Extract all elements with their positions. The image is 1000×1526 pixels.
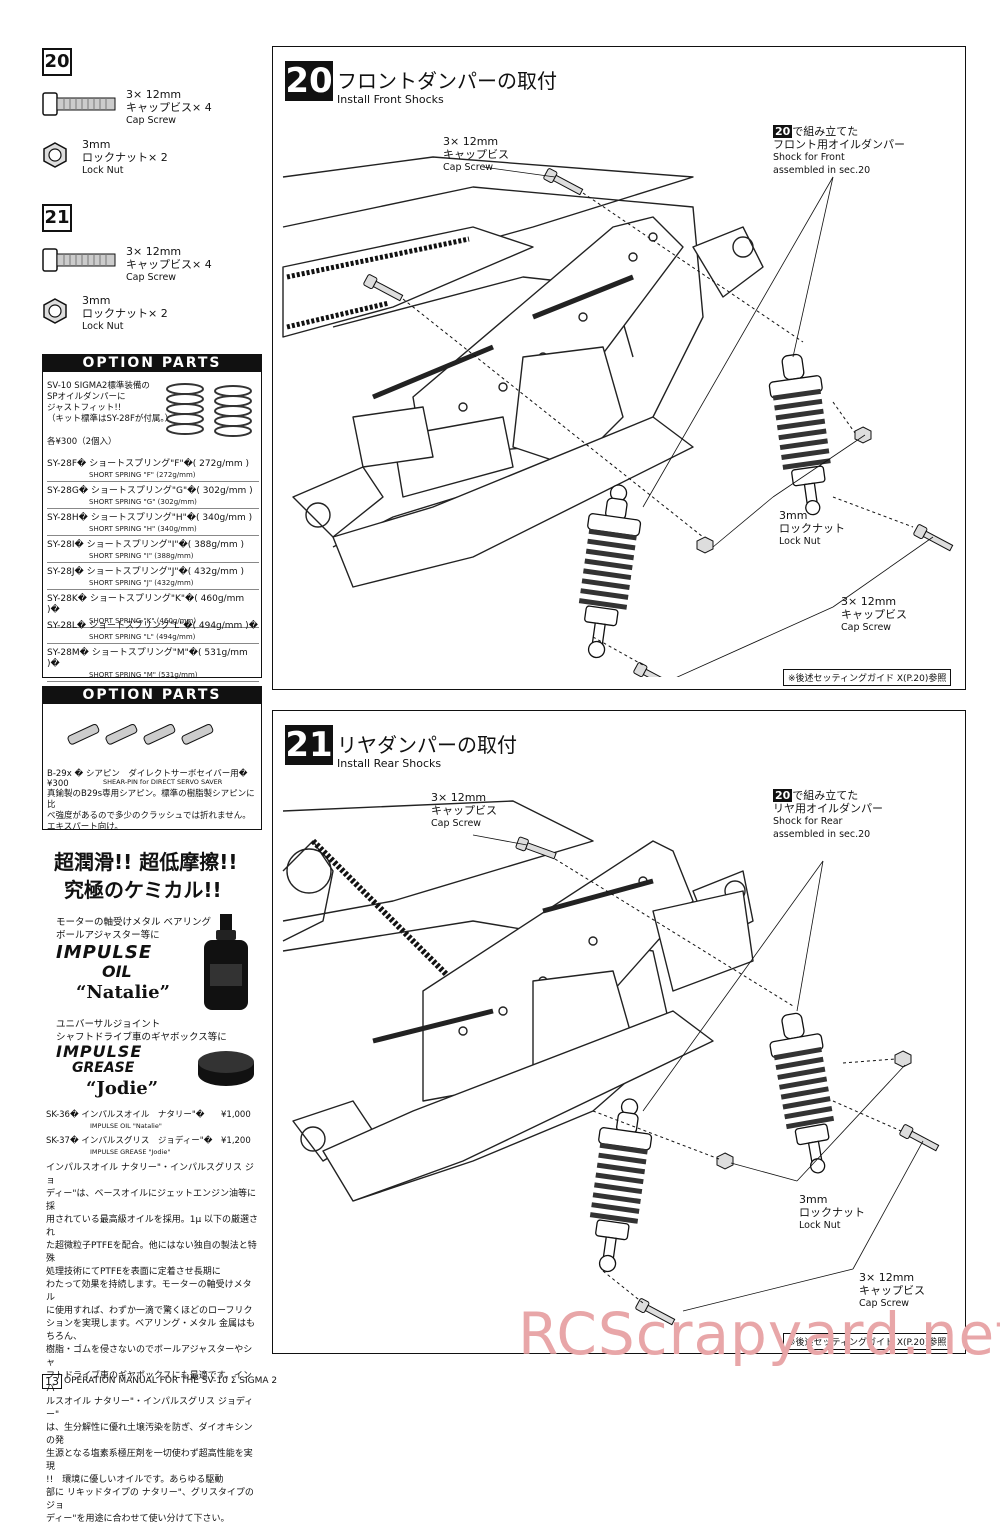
- panel-step21: 21 リヤダンパーの取付 Install Rear Shocks: [272, 710, 966, 1354]
- step20-title-badge: 20: [285, 61, 333, 101]
- chem-body-line: 処理技術にてPTFEを表面に定着させ長期に: [46, 1267, 221, 1277]
- callout-screw-bottom-20: 3× 12mm キャップビス Cap Screw: [841, 595, 907, 633]
- cap-screw-icon: [42, 92, 116, 116]
- chem-body-line: わたって効果を持続します。モーターの軸受けメタル: [46, 1280, 252, 1303]
- grease-name: “Jodie”: [86, 1078, 159, 1099]
- step21-title-jp: リヤダンパーの取付: [337, 733, 517, 757]
- callout-screw-bottom-21: 3× 12mm キャップビス Cap Screw: [859, 1271, 925, 1309]
- callout-nut-20: 3mm ロックナット Lock Nut: [779, 509, 845, 547]
- footer-title: OPERATION MANUAL FOR THE SV-10 Σ SIGMA 2: [64, 1376, 278, 1386]
- panel-step20: 20 フロントダンパーの取付 Install Front Shocks: [272, 46, 966, 690]
- chem-body-line: 部に リキッドタイプの ナタリー"、グリスタイプの ジョ: [46, 1488, 254, 1511]
- step20-title-jp: フロントダンパーの取付: [337, 69, 557, 93]
- spring-option-row: SY-28J� ショートスプリング"J"�( 432g/mm )SHORT SP…: [47, 567, 259, 590]
- callout-screw-top-20: 3× 12mm キャップビス Cap Screw: [443, 135, 509, 173]
- spring-icon: [166, 383, 252, 437]
- option-price: 各¥300（2個入）: [47, 437, 117, 447]
- chem-body-line: た超微粒子PTFEを配合。他にはない独自の製法と特殊: [46, 1241, 257, 1264]
- chem-body-line: インパルスオイル ナタリー"・インパルスグリス ジョ: [46, 1163, 254, 1186]
- step21-title-en: Install Rear Shocks: [337, 757, 442, 770]
- chem-item-oil: SK-36� インパルスオイル ナタリー"� ¥1,000 IMPULSE OI…: [46, 1110, 251, 1130]
- step21-title-badge: 21: [285, 725, 333, 765]
- shearpin-desc: 真鍮製のB29s専用シアピン。標準の樹脂製シアピンに比 べ強度があるので多少のク…: [47, 789, 255, 832]
- oil-brand: IMPULSE: [56, 942, 153, 963]
- spring-option-row: SY-28L� ショートスプリング"L"�( 494g/mm )�SHORT S…: [47, 621, 259, 644]
- chem-body-line: 樹脂・ゴムを侵さないのでボールアジャスターやシャ: [46, 1345, 253, 1368]
- chem-body-line: に使用すれば、わずか一滴で驚くほどのローフリク: [46, 1306, 253, 1316]
- chem-body-line: フトドライブ車のギヤボックスにも最適です。インパ: [46, 1371, 252, 1394]
- chem-body-line: 生源となる塩素系極圧剤を一切使わず超高性能を実現: [46, 1449, 253, 1472]
- front-shock-diagram: [282, 156, 954, 677]
- option-springs-box: OPTION PARTS SV-10 SIGMA2標準装備の SPオイルダンパー…: [42, 354, 262, 682]
- chem-body-line: は、生分解性に優れ土壌汚染を防ぎ、ダイオキシンの発: [46, 1423, 253, 1446]
- callout-nut-21: 3mm ロックナット Lock Nut: [799, 1193, 865, 1231]
- callout-screw-top-21: 3× 12mm キャップビス Cap Screw: [431, 791, 497, 829]
- part-cap-screw-21: 3× 12mm キャップビス× 4 Cap Screw: [126, 245, 212, 283]
- chem-body-line: ディー"を用途に合わせて使い分けて下さい。: [46, 1514, 230, 1524]
- grease-tin-icon: [198, 1051, 254, 1086]
- chem-item-grease: SK-37� インパルスグリス ジョディー"� ¥1,200 IMPULSE G…: [46, 1136, 251, 1156]
- spring-option-row: SY-28I� ショートスプリング"I"�( 388g/mm )SHORT SP…: [47, 540, 259, 563]
- spring-option-row: SY-28G� ショートスプリング"G"�( 302g/mm )SHORT SP…: [47, 486, 259, 509]
- chemical-ad: 超潤滑!! 超低摩擦!! 究極のケミカル!! モーターの軸受けメタル ベアリング…: [42, 838, 260, 1524]
- rear-shock-diagram: [282, 800, 940, 1326]
- shearpin-en: SHEAR-PIN for DIRECT SERVO SAVER: [103, 778, 223, 786]
- chem-body-line: !! 環境に優しいオイルです。あらゆる駆動: [46, 1475, 224, 1485]
- option-intro: SV-10 SIGMA2標準装備の SPオイルダンパーに ジャストフィット!! …: [47, 381, 174, 424]
- part-cap-screw-20: 3× 12mm キャップビス× 4 Cap Screw: [126, 88, 212, 126]
- grease-lead: ユニバーサルジョイント シャフトドライブ車のギヤボックス等に: [56, 1019, 227, 1043]
- oil-bottle-icon: [204, 914, 248, 1010]
- chem-body-line: ションを実現します。ベアリング・メタル 金属はもちろん、: [46, 1319, 255, 1342]
- chem-body: インパルスオイル ナタリー"・インパルスグリス ジョディー"は、ベースオイルにジ…: [46, 1162, 260, 1526]
- option-shearpin-box: OPTION PARTS B-29x � シアピン ダイレクトサーボセイバー用�…: [42, 686, 262, 832]
- oil-name: “Natalie”: [76, 982, 170, 1003]
- part-lock-nut-21: 3mm ロックナット× 2 Lock Nut: [82, 294, 168, 332]
- spring-option-row: SY-28M� ショートスプリング"M"�( 531g/mm )�SHORT S…: [47, 648, 259, 682]
- part-lock-nut-20: 3mm ロックナット× 2 Lock Nut: [82, 138, 168, 176]
- page-number: 13: [42, 1374, 62, 1389]
- cap-screw-icon: [42, 248, 116, 272]
- chem-headline1: 超潤滑!! 超低摩擦!!: [54, 850, 238, 874]
- shear-pin-icon: [67, 723, 214, 745]
- oil-lead: モーターの軸受けメタル ベアリング ボールアジャスター等に: [56, 917, 212, 941]
- spring-option-row: SY-28F� ショートスプリング"F"�( 272g/mm )SHORT SP…: [47, 459, 259, 482]
- chem-headline2: 究極のケミカル!!: [64, 878, 222, 902]
- option-header: OPTION PARTS: [43, 355, 261, 372]
- chem-body-line: ルスオイル ナタリー"・インパルスグリス ジョディー": [46, 1397, 254, 1420]
- lock-nut-icon: [43, 142, 67, 168]
- lock-nut-icon: [43, 298, 67, 324]
- step21-badge: 21: [42, 204, 72, 232]
- oil-type: OIL: [102, 962, 132, 981]
- shearpin-code: B-29x � シアピン ダイレクトサーボセイバー用� ¥300: [47, 769, 248, 789]
- spring-option-row: SY-28H� ショートスプリング"H"�( 340g/mm )SHORT SP…: [47, 513, 259, 536]
- grease-brand: IMPULSE: [56, 1042, 143, 1061]
- chem-body-line: 用されている最高級オイルを採用。1μ 以下の厳選され: [46, 1215, 259, 1238]
- chem-body-line: ディー"は、ベースオイルにジェットエンジン油等に採: [46, 1189, 257, 1212]
- watermark: RCScrapyard.net: [518, 1300, 1000, 1368]
- setting-guide-ref-20: ※後述セッティングガイド X(P.20)参照: [783, 669, 952, 686]
- setting-guide-ref-21: ※後述セッティングガイド X(P.20)参照: [783, 1333, 952, 1350]
- step20-badge: 20: [42, 48, 72, 76]
- option-header: OPTION PARTS: [43, 687, 261, 704]
- grease-type: GREASE: [72, 1060, 135, 1076]
- spring-option-row: SY-28K� ショートスプリング"K"�( 460g/mm )�SHORT S…: [47, 594, 259, 628]
- step20-title-en: Install Front Shocks: [337, 93, 444, 106]
